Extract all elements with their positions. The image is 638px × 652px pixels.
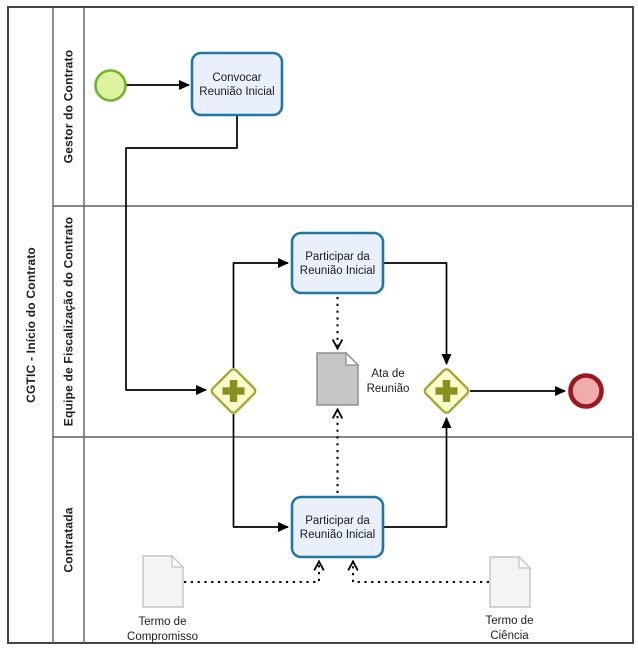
pool-border (7, 6, 634, 644)
start-event[interactable] (94, 69, 127, 102)
document-icon (489, 556, 531, 608)
flow-gateway-split-to-participar-contr (232, 414, 290, 532)
flow-convocar-to-gateway-split (125, 115, 238, 395)
plus-icon (222, 380, 245, 402)
document-termo-de-ciencia[interactable] (489, 555, 532, 608)
parallel-gateway-split[interactable] (210, 368, 257, 415)
end-event[interactable] (568, 373, 604, 409)
task-convocar-reuniao-inicial[interactable] (190, 51, 284, 117)
document-termo-de-compromisso[interactable] (142, 554, 185, 608)
flow-participar-contr-to-gateway-join (384, 416, 452, 528)
termo-ciencia-label-line1: Termo de (486, 615, 534, 627)
pool (7, 6, 634, 644)
task-participar-contr-label-line1: Participar da (305, 515, 370, 527)
task-participar-fisc-label-line2: Reunião Inicial (300, 265, 375, 277)
ata-reuniao-label-line1: Ata de (371, 368, 404, 380)
lane-label-fiscalizacao: Equipe de Fiscalização do Contrato (62, 217, 76, 427)
ata-reuniao-label-line2: Reunião (367, 383, 410, 395)
termo-compromisso-label-line2: Compromisso (127, 631, 198, 643)
task-participar-contr-label-line2: Reunião Inicial (300, 529, 375, 541)
flow-participar-fisc-to-gateway-join (384, 262, 452, 366)
task-participar-fisc-label-line1: Participar da (305, 251, 370, 263)
lane-label-gestor: Gestor do Contrato (62, 50, 76, 164)
document-fold (345, 351, 360, 366)
pool-title: CGTIC - Início do Contrato (24, 247, 38, 403)
termo-compromisso-label-line1: Termo de (139, 616, 187, 628)
document-fold (518, 555, 532, 569)
document-ata-de-reuniao[interactable] (316, 351, 360, 406)
task-convocar-label-line2: Reunião Inicial (199, 86, 274, 98)
document-icon (142, 555, 184, 608)
document-icon (316, 352, 359, 406)
flow-gateway-split-to-participar-fisc (232, 258, 290, 368)
association-ciencia-to-task (353, 562, 489, 583)
task-participar-reuniao-contratada[interactable] (290, 495, 385, 559)
association-compromisso-to-task (184, 562, 319, 583)
termo-ciencia-label-line2: Ciência (490, 630, 529, 642)
task-convocar-label-line1: Convocar (212, 72, 261, 84)
plus-icon (435, 380, 458, 402)
document-fold (171, 554, 185, 568)
lane-label-contratada: Contratada (62, 507, 76, 572)
parallel-gateway-join[interactable] (423, 368, 470, 415)
task-participar-reuniao-fiscalizacao[interactable] (290, 231, 385, 295)
